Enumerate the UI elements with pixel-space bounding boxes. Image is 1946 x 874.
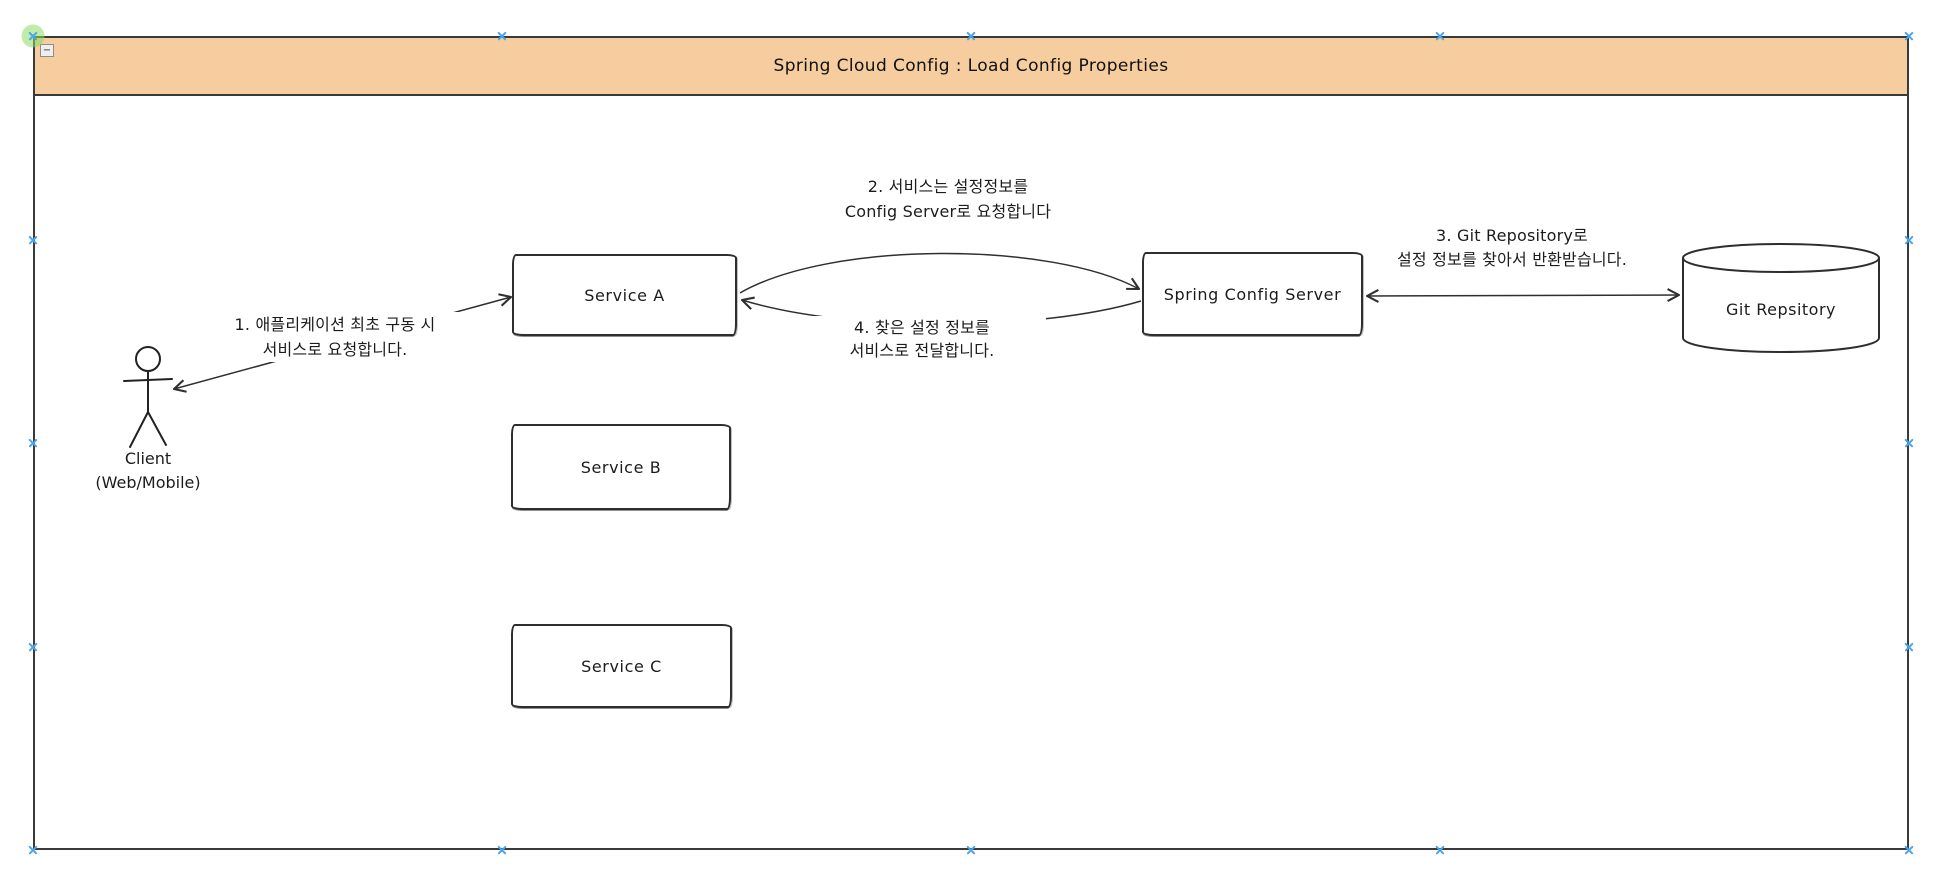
selection-handle[interactable]	[28, 235, 38, 245]
annotation-step-3-line2: 설정 정보를 찾아서 반환받습니다.	[1396, 250, 1628, 269]
annotation-step-3-line1: 3. Git Repository로	[1436, 226, 1588, 245]
annotation-step-2[interactable]: 2. 서비스는 설정정보를 Config Server로 요청합니다	[788, 174, 1108, 224]
node-service-b-label: Service B	[580, 457, 662, 477]
frame-title-bar[interactable]: Spring Cloud Config : Load Config Proper…	[35, 38, 1907, 96]
selection-handle[interactable]	[28, 642, 38, 652]
node-spring-config-server-label: Spring Config Server	[1163, 284, 1342, 304]
selection-handle[interactable]	[1904, 235, 1914, 245]
node-service-b[interactable]: Service B	[511, 424, 731, 510]
selection-handle[interactable]	[1904, 642, 1914, 652]
annotation-step-2-line1: 2. 서비스는 설정정보를	[867, 177, 1029, 196]
annotation-step-4-line1: 4. 찾은 설정 정보를	[854, 318, 990, 337]
annotation-step-3[interactable]: 3. Git Repository로 설정 정보를 찾아서 반환받습니다.	[1347, 224, 1677, 272]
selection-handle[interactable]	[497, 31, 507, 41]
collapse-button[interactable]: −	[40, 44, 54, 57]
selection-handle[interactable]	[1435, 31, 1445, 41]
selection-handle[interactable]	[28, 845, 38, 855]
selection-handle[interactable]	[28, 31, 38, 41]
edge-config-server-git-repository[interactable]	[1365, 288, 1681, 303]
client-actor[interactable]	[123, 346, 173, 448]
selection-handle[interactable]	[1435, 845, 1445, 855]
edge-service-a-config-server-request[interactable]	[739, 252, 1141, 294]
annotation-step-4[interactable]: 4. 찾은 설정 정보를 서비스로 전달합니다.	[798, 316, 1046, 362]
node-service-c-label: Service C	[581, 656, 662, 676]
selection-handle[interactable]	[497, 845, 507, 855]
selection-handle[interactable]	[966, 31, 976, 41]
annotation-step-2-line2: Config Server로 요청합니다	[844, 202, 1052, 221]
selection-handle[interactable]	[28, 438, 38, 448]
node-service-a-label: Service A	[584, 285, 665, 305]
client-label-line1: Client	[124, 449, 172, 468]
node-service-a[interactable]: Service A	[512, 254, 737, 336]
frame-title: Spring Cloud Config : Load Config Proper…	[773, 56, 1169, 76]
client-label: Client (Web/Mobile)	[48, 447, 248, 495]
git-repository-cylinder[interactable]	[1682, 242, 1880, 354]
selection-handle[interactable]	[966, 845, 976, 855]
selection-handle[interactable]	[1904, 438, 1914, 448]
git-repository-label: Git Repsitory	[1726, 300, 1836, 319]
node-spring-config-server[interactable]: Spring Config Server	[1142, 252, 1363, 336]
annotation-step-1-line1: 1. 애플리케이션 최초 구동 시	[234, 315, 436, 334]
minus-icon: −	[42, 44, 52, 56]
annotation-step-1[interactable]: 1. 애플리케이션 최초 구동 시 서비스로 요청합니다.	[196, 312, 474, 362]
selection-handle[interactable]	[1904, 31, 1914, 41]
annotation-step-4-line2: 서비스로 전달합니다.	[849, 341, 995, 360]
selection-handle[interactable]	[1904, 845, 1914, 855]
client-label-line2: (Web/Mobile)	[95, 473, 201, 492]
node-service-c[interactable]: Service C	[511, 624, 732, 708]
annotation-step-1-line2: 서비스로 요청합니다.	[262, 340, 408, 359]
diagram-frame[interactable]: Spring Cloud Config : Load Config Proper…	[33, 36, 1909, 850]
